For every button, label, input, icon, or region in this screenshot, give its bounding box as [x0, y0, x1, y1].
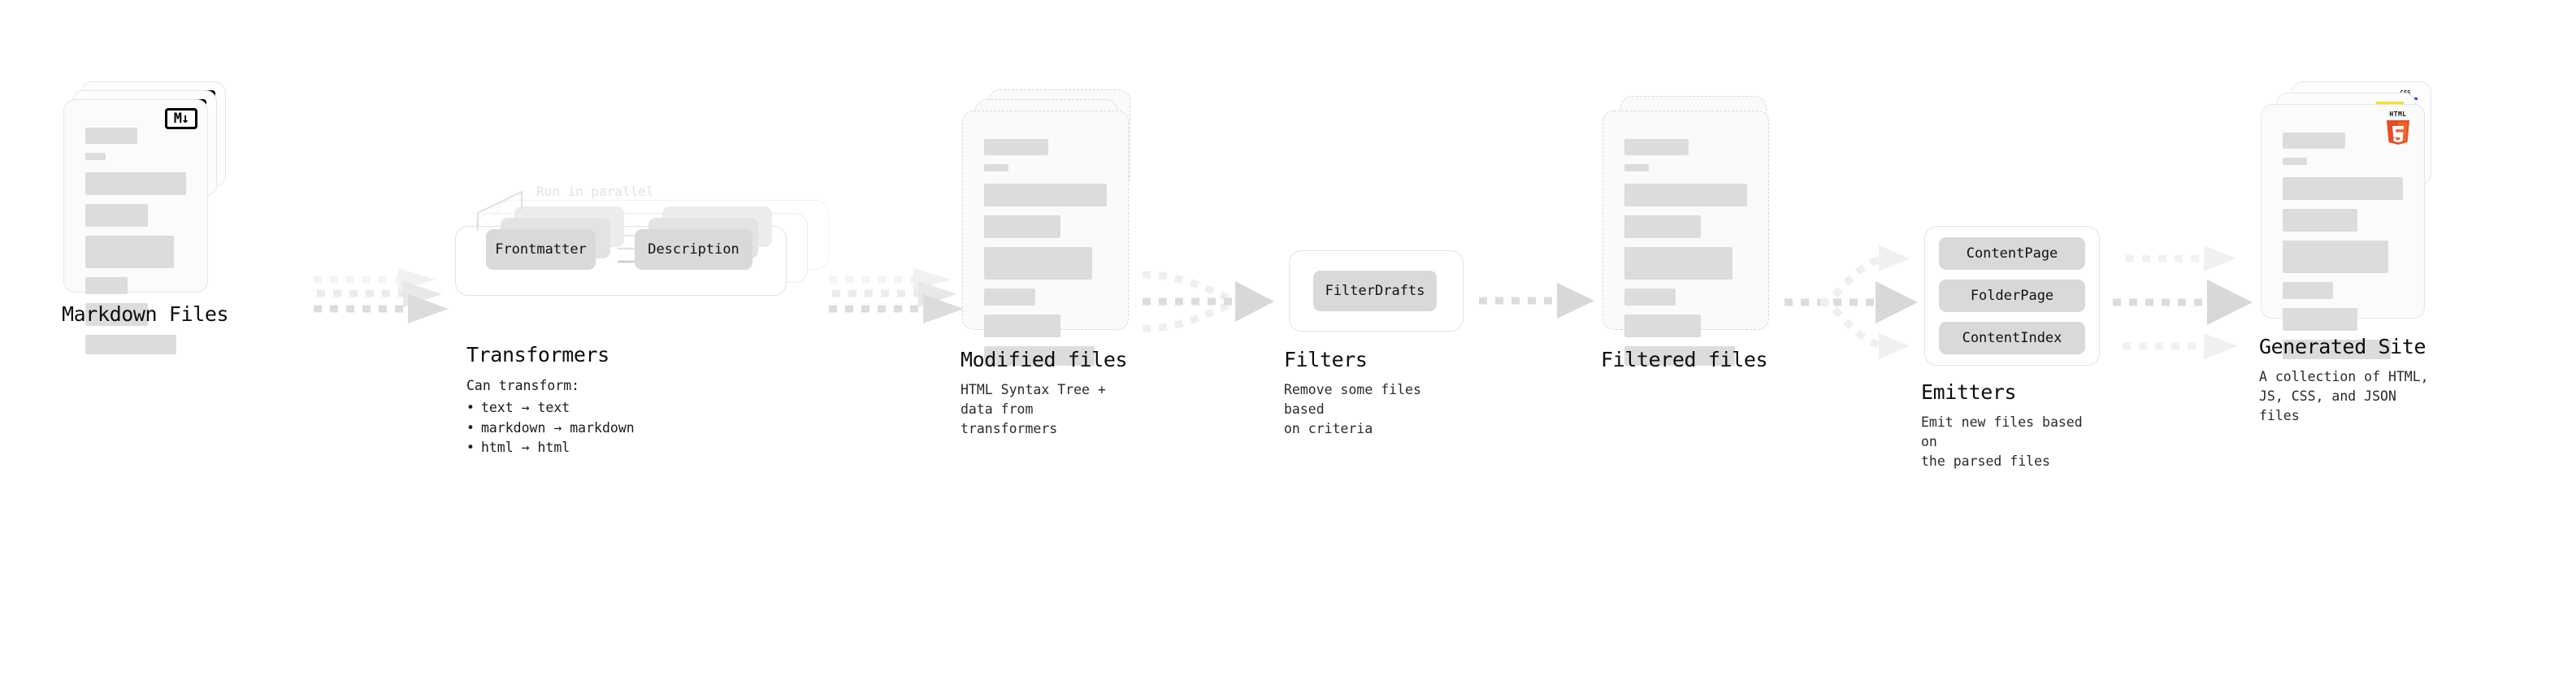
stage-filters: FilterDrafts Filters Remove some files b…	[1284, 250, 1464, 436]
skeleton-bar	[984, 139, 1048, 155]
skeleton-bar	[1624, 346, 1735, 366]
skeleton-bar	[85, 153, 106, 160]
skeleton-bar	[85, 303, 148, 326]
connector-filtered-to-emitters	[1785, 245, 1918, 359]
skeleton-bar	[85, 172, 186, 195]
skeleton-bar	[2283, 177, 2403, 200]
emitter-chip-contentpage[interactable]: ContentPage	[1939, 237, 2085, 270]
stage-title-filters: Filters	[1284, 348, 1368, 371]
stage-emitters: ContentPage FolderPage ContentIndex Emit…	[1921, 226, 2100, 469]
stage-title-transformers: Transformers	[466, 343, 609, 367]
html5-badge: HTML	[2382, 111, 2414, 145]
skeleton-lines	[1624, 139, 1747, 375]
filters-panel-wrap: FilterDrafts	[1289, 250, 1464, 332]
stage-markdown-files: M↓ M↓ M↓ Markdown Files	[62, 81, 229, 354]
skeleton-bar	[984, 164, 1009, 171]
emitter-chip-folderpage[interactable]: FolderPage	[1939, 280, 2085, 312]
skeleton-lines	[2283, 132, 2403, 368]
connector-filters-to-filtered	[1479, 283, 1594, 319]
stage-transformers: Frontmatter Description Run in parallel …	[455, 184, 829, 455]
transformer-chip-description[interactable]: Description	[635, 229, 752, 270]
run-in-parallel-label: Run in parallel	[536, 184, 654, 199]
skeleton-bar	[1624, 247, 1733, 280]
skeleton-bar	[1624, 215, 1701, 238]
stage-desc-emitters: Emit new files based on the parsed files	[1921, 414, 2083, 469]
run-in-parallel-brace	[477, 190, 523, 231]
skeleton-bar	[984, 215, 1060, 238]
stage-title-generated-site: Generated Site	[2259, 335, 2426, 358]
filter-chip-filterdrafts[interactable]: FilterDrafts	[1313, 271, 1437, 311]
transformers-panels: Frontmatter Description Run in parallel	[455, 184, 829, 306]
stage-filtered-files: Filtered files	[1601, 96, 1777, 371]
connector-modified-to-filters	[1142, 271, 1274, 332]
stage-desc-generated-site: A collection of HTML, JS, CSS, and JSON …	[2259, 369, 2429, 423]
skeleton-bar	[2283, 340, 2392, 359]
skeleton-lines	[85, 128, 186, 363]
stage-modified-files: Modified files HTML Syntax Tree + data f…	[961, 89, 1137, 436]
filtered-card-front	[1602, 111, 1769, 366]
skeleton-bar	[85, 277, 128, 294]
markdown-card-front: M↓	[63, 99, 208, 354]
skeleton-bar	[85, 335, 176, 354]
connector-transformers-to-modified	[829, 268, 964, 323]
markdown-badge: M↓	[165, 108, 197, 129]
generated-card-stack: CSS HTML	[2261, 81, 2435, 359]
stage-generated-site: CSS HTML	[2259, 81, 2435, 423]
stage-title-filtered-files: Filtered files	[1601, 348, 1768, 371]
stage-title-emitters: Emitters	[1921, 380, 2017, 404]
filtered-card-stack	[1602, 96, 1777, 366]
modified-card-stack	[962, 89, 1137, 366]
skeleton-bar	[2283, 132, 2345, 149]
skeleton-bar	[85, 128, 138, 144]
skeleton-bar	[984, 184, 1107, 206]
stage-desc-modified-files: HTML Syntax Tree + data from transformer…	[961, 382, 1106, 436]
transformer-chip-frontmatter[interactable]: Frontmatter	[486, 229, 596, 270]
emitter-chip-contentindex[interactable]: ContentIndex	[1939, 322, 2085, 354]
skeleton-bar	[1624, 139, 1689, 155]
skeleton-bar	[2283, 282, 2334, 299]
skeleton-bar	[2283, 209, 2357, 232]
can-transform-heading: Can transform:	[466, 378, 580, 393]
skeleton-bar	[85, 236, 175, 268]
skeleton-bar	[2283, 308, 2357, 331]
bullet-markdown: markdown → markdown	[466, 419, 635, 439]
skeleton-bar	[1624, 288, 1676, 306]
skeleton-bar	[984, 314, 1060, 337]
generated-card-html: HTML	[2261, 104, 2425, 359]
markdown-card-stack: M↓ M↓ M↓	[63, 81, 226, 354]
connector-markdown-to-transformers	[314, 268, 449, 323]
html5-shield-icon	[2387, 120, 2409, 145]
stage-title-modified-files: Modified files	[961, 348, 1128, 371]
skeleton-bar	[2283, 241, 2389, 273]
transformers-bullet-list: text → text markdown → markdown html → h…	[466, 398, 635, 458]
modified-card-front	[962, 111, 1129, 366]
skeleton-bar	[984, 247, 1092, 280]
bullet-text: text → text	[466, 398, 635, 419]
stage-title-markdown-files: Markdown Files	[62, 302, 229, 326]
skeleton-bar	[1624, 314, 1701, 337]
skeleton-bar	[1624, 184, 1747, 206]
stage-desc-filters: Remove some files based on criteria	[1284, 382, 1421, 436]
skeleton-bar	[1624, 164, 1650, 171]
skeleton-bar	[2283, 158, 2307, 165]
skeleton-bar	[984, 288, 1036, 306]
skeleton-lines	[984, 139, 1107, 375]
connector-emitters-to-site	[2113, 245, 2253, 359]
transformers-subtext: Can transform: text → text markdown → ma…	[466, 376, 635, 458]
skeleton-bar	[85, 204, 148, 227]
bullet-html: html → html	[466, 438, 635, 458]
emitters-panel-wrap: ContentPage FolderPage ContentIndex	[1924, 226, 2100, 366]
skeleton-bar	[984, 346, 1095, 366]
